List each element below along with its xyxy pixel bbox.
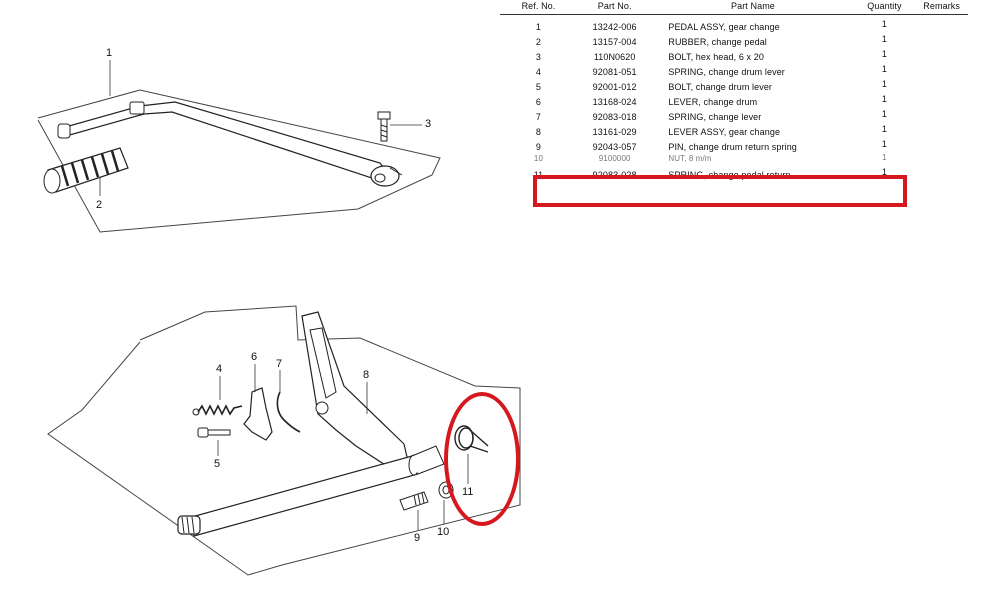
cell-ref-no: 1 [535, 21, 542, 32]
callout-8: 8 [363, 369, 370, 381]
change-drum-lever-bolt-icon [197, 427, 231, 438]
callout-4: 4 [216, 363, 223, 375]
callout-1: 1 [106, 47, 113, 59]
cell-part-no: 92043-057 [592, 141, 637, 152]
gear-change-pedal-icon [57, 101, 403, 187]
cell-part-no: 13242-006 [592, 21, 637, 32]
cell-ref-no: 6 [535, 96, 542, 107]
cell-part-name: SPRING, change pedal return [668, 169, 791, 180]
cell-ref-no: 11 [533, 169, 544, 180]
table-row: 3 110N0620 BOLT, hex head, 6 x 20 1 [500, 49, 968, 64]
shaft-group-outline [47, 305, 521, 576]
cell-part-no: 92083-018 [592, 111, 637, 122]
cell-remarks [915, 167, 968, 182]
cell-quantity: 1 [881, 79, 887, 89]
cell-part-name: PEDAL ASSY, gear change [668, 21, 780, 32]
cell-part-name: PIN, change drum return spring [668, 141, 797, 152]
cell-part-name: BOLT, change drum lever [668, 81, 773, 92]
change-drum-lever-icon [243, 387, 273, 441]
col-quantity: Quantity [853, 0, 916, 15]
highlight-ellipse-part-11 [444, 392, 520, 526]
return-spring-pin-icon [399, 491, 429, 511]
cell-remarks [915, 79, 968, 94]
cell-quantity: 1 [881, 34, 887, 44]
cell-part-no: 92083-028 [592, 169, 637, 180]
cell-part-no: 9100000 [598, 154, 631, 163]
cell-remarks [915, 124, 968, 139]
table-row: 9 92043-057 PIN, change drum return spring… [500, 139, 968, 154]
cell-part-no: 92081-051 [592, 66, 637, 77]
cell-ref-no: 3 [535, 51, 542, 62]
cell-remarks [915, 154, 968, 163]
col-remarks: Remarks [915, 0, 968, 15]
table-row: 6 13168-024 LEVER, change drum 1 [500, 94, 968, 109]
callout-3: 3 [425, 118, 432, 130]
cell-quantity: 1 [881, 19, 887, 29]
cell-part-name: NUT, 8 m/m [668, 154, 712, 163]
table-row: 1 13242-006 PEDAL ASSY, gear change 1 [500, 19, 968, 34]
cell-quantity: 1 [882, 154, 887, 162]
cell-part-name: BOLT, hex head, 6 x 20 [668, 51, 764, 62]
pedal-group-outline [37, 89, 441, 233]
cell-part-no: 13157-004 [592, 36, 637, 47]
cell-ref-no: 7 [535, 111, 542, 122]
pedal-rubber-icon [43, 147, 129, 194]
cell-ref-no: 8 [535, 126, 542, 137]
cell-remarks [915, 109, 968, 124]
col-part-no: Part No. [576, 0, 653, 15]
cell-quantity: 1 [881, 94, 887, 104]
highlight-box-row-11 [533, 175, 907, 207]
table-header-row: Ref. No. Part No. Part Name Quantity Rem… [500, 0, 968, 15]
table-row: 8 13161-029 LEVER ASSY, gear change 1 [500, 124, 968, 139]
cell-ref-no: 4 [535, 66, 542, 77]
cell-part-name: LEVER ASSY, gear change [668, 126, 781, 137]
callout-7: 7 [276, 358, 283, 370]
cell-quantity: 1 [881, 139, 887, 149]
cell-ref-no: 10 [533, 154, 544, 163]
cell-part-no: 92001-012 [592, 81, 637, 92]
callout-9: 9 [414, 532, 421, 544]
cell-quantity: 1 [881, 64, 887, 74]
cell-remarks [915, 34, 968, 49]
table-row: 2 13157-004 RUBBER, change pedal 1 [500, 34, 968, 49]
cell-part-no: 13161-029 [592, 126, 637, 137]
table-row: 7 92083-018 SPRING, change lever 1 [500, 109, 968, 124]
cell-quantity: 1 [881, 49, 887, 59]
callout-10: 10 [437, 526, 450, 538]
cell-part-name: RUBBER, change pedal [668, 36, 767, 47]
col-part-name: Part Name [652, 0, 854, 15]
cell-quantity: 1 [881, 109, 887, 119]
cell-remarks [915, 94, 968, 109]
cell-part-no: 110N0620 [593, 51, 636, 62]
parts-list-table: Ref. No. Part No. Part Name Quantity Rem… [500, 0, 968, 182]
cell-part-name: LEVER, change drum [668, 96, 758, 107]
cell-remarks [915, 49, 968, 64]
cell-remarks [915, 19, 968, 34]
table-row-highlighted: 11 92083-028 SPRING, change pedal return 1 [500, 167, 968, 182]
cell-ref-no: 2 [535, 36, 542, 47]
table-row: 4 92081-051 SPRING, change drum lever 1 [500, 64, 968, 79]
cell-remarks [915, 64, 968, 79]
cell-quantity: 1 [881, 124, 887, 134]
shift-shaft-icon [177, 311, 445, 537]
callout-5: 5 [214, 458, 221, 470]
cell-quantity: 1 [881, 167, 887, 177]
hex-bolt-icon [377, 111, 391, 142]
cell-part-name: SPRING, change lever [668, 111, 762, 122]
callout-2: 2 [96, 199, 103, 211]
cell-ref-no: 5 [535, 81, 542, 92]
callout-6: 6 [251, 351, 258, 363]
col-ref-no: Ref. No. [500, 0, 577, 15]
cell-part-name: SPRING, change drum lever [668, 66, 785, 77]
table-row: 5 92001-012 BOLT, change drum lever 1 [500, 79, 968, 94]
cell-part-no: 13168-024 [592, 96, 637, 107]
cell-ref-no: 9 [535, 141, 542, 152]
change-lever-spring-icon [276, 391, 301, 433]
table-row-partial: 10 9100000 NUT, 8 m/m 1 [500, 154, 968, 163]
cell-remarks [915, 139, 968, 154]
change-drum-lever-spring-icon [192, 404, 243, 416]
